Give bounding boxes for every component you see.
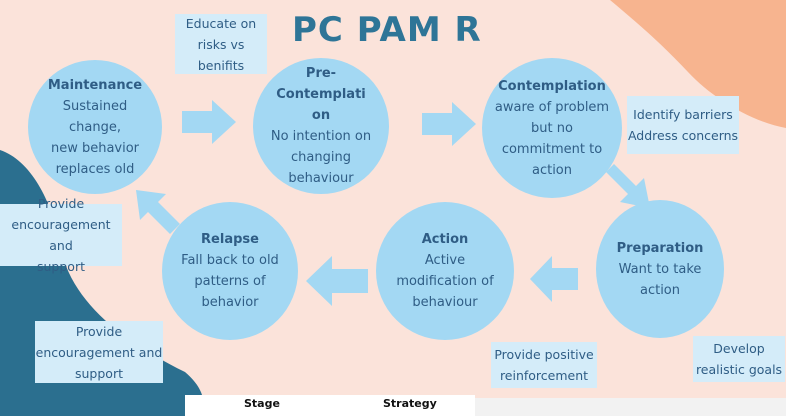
stage-desc-line: Active bbox=[424, 253, 466, 268]
arrow-left-icon bbox=[306, 256, 368, 306]
stage-desc-line: behavior bbox=[201, 295, 259, 310]
stage-desc-line: behaviour bbox=[412, 295, 478, 310]
stage-name: Maintenance bbox=[47, 77, 143, 93]
stage-desc-line: new behavior bbox=[50, 140, 140, 156]
stage-name: on bbox=[311, 108, 331, 123]
note-line: benifits bbox=[197, 57, 245, 73]
stage-precontemplation: Pre-Contemplati on No intention on chang… bbox=[253, 58, 389, 194]
stage-preparation: Preparation Want to take action bbox=[596, 200, 724, 338]
stage-desc-line: No intention on bbox=[270, 129, 372, 144]
strategy-note-identify: Identify barriers Address concerns bbox=[627, 96, 739, 154]
stage-desc-line: aware of problem bbox=[494, 99, 610, 115]
stage-desc-line: action bbox=[639, 282, 680, 298]
stage-name: Contemplation bbox=[498, 78, 606, 94]
legend-stage-label: Stage bbox=[244, 397, 280, 410]
stage-desc-line: Sustained change, bbox=[62, 98, 128, 135]
stage-desc-line: Fall back to old bbox=[181, 253, 279, 268]
stage-action: Action Active modification of behaviour bbox=[376, 202, 514, 340]
legend-bar bbox=[185, 395, 475, 416]
stage-name: Relapse bbox=[201, 232, 259, 247]
note-line: Provide positive bbox=[494, 347, 594, 362]
note-line: Provide bbox=[75, 323, 123, 339]
note-line: support bbox=[37, 259, 85, 274]
stage-desc-line: commitment to bbox=[501, 141, 603, 157]
note-line: encouragement and bbox=[11, 217, 111, 253]
stage-desc-line: action bbox=[531, 162, 572, 178]
legend-strategy-label: Strategy bbox=[383, 397, 437, 410]
note-line: risks vs bbox=[197, 36, 245, 52]
stage-name: Action bbox=[421, 232, 469, 247]
strategy-note-educate: Educate on risks vs benifits bbox=[175, 14, 267, 74]
note-line: Educate on bbox=[185, 15, 257, 31]
stage-desc-line: but no bbox=[531, 120, 573, 136]
arrow-left-icon bbox=[530, 256, 578, 302]
note-line: Address concerns bbox=[627, 128, 739, 143]
stage-name: Pre-Contemplati bbox=[276, 66, 366, 102]
stage-desc-line: replaces old bbox=[55, 161, 135, 177]
arrow-down-right-icon bbox=[604, 164, 650, 208]
legend-bar-right bbox=[475, 398, 786, 416]
arrow-right-icon bbox=[182, 100, 236, 144]
stage-desc-line: patterns of bbox=[194, 274, 266, 289]
stage-contemplation: Contemplation aware of problem but no co… bbox=[482, 58, 622, 198]
page-title: PC PAM R bbox=[292, 10, 482, 50]
stage-desc-line: Want to take bbox=[618, 261, 702, 277]
arrow-up-left-icon bbox=[136, 190, 180, 234]
note-line: reinforcement bbox=[499, 368, 589, 383]
stage-desc-line: behaviour bbox=[288, 171, 354, 186]
note-line: Provide bbox=[37, 196, 85, 211]
note-line: Identify barriers bbox=[633, 107, 733, 122]
note-line: support bbox=[75, 365, 123, 381]
note-line: Develop bbox=[713, 341, 765, 356]
strategy-note-realistic-goals: Develop realistic goals bbox=[693, 336, 785, 382]
stage-desc-line: changing bbox=[291, 150, 351, 165]
strategy-note-positive-reinforcement: Provide positive reinforcement bbox=[491, 342, 597, 388]
stage-relapse: Relapse Fall back to old patterns of beh… bbox=[162, 202, 298, 340]
strategy-note-support-1: Provide encouragement and support bbox=[0, 196, 122, 274]
stage-name: Preparation bbox=[616, 240, 704, 256]
stage-desc-line: modification of bbox=[396, 274, 494, 289]
strategy-note-support-2: Provide encouragement and support bbox=[35, 321, 163, 383]
stage-maintenance: Maintenance Sustained change, new behavi… bbox=[28, 60, 162, 194]
note-line: encouragement and bbox=[35, 344, 163, 360]
note-line: realistic goals bbox=[695, 362, 783, 377]
arrow-right-icon bbox=[422, 102, 476, 146]
peach-blob bbox=[610, 0, 786, 128]
